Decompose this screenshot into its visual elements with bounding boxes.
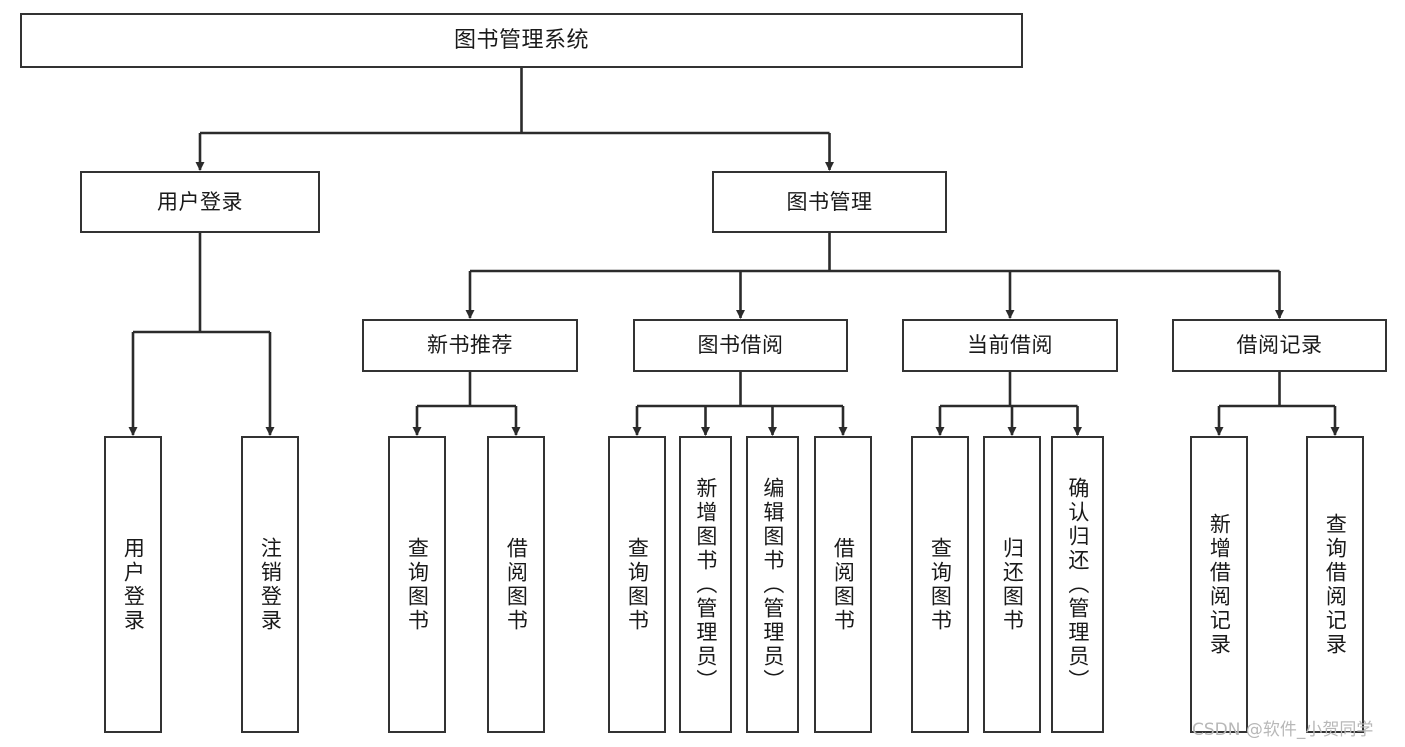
node-leaf-borrow-book-2[interactable]: 借阅图书 (814, 436, 872, 733)
node-current-borrow[interactable]: 当前借阅 (902, 319, 1118, 372)
node-book-borrow[interactable]: 图书借阅 (633, 319, 848, 372)
node-leaf-return-book[interactable]: 归还图书 (983, 436, 1041, 733)
node-label-leaf-add-book: 新增图书（管理员） (693, 476, 718, 693)
node-borrow-record[interactable]: 借阅记录 (1172, 319, 1387, 372)
node-leaf-query-book-1[interactable]: 查询图书 (388, 436, 446, 733)
node-leaf-borrow-book-1[interactable]: 借阅图书 (487, 436, 545, 733)
node-label-leaf-return-book: 归还图书 (1000, 536, 1025, 633)
connector-group (128, 68, 1340, 436)
node-label-new-book-rec: 新书推荐 (427, 333, 513, 358)
node-label-leaf-edit-book: 编辑图书（管理员） (760, 476, 785, 693)
node-root[interactable]: 图书管理系统 (20, 13, 1023, 68)
node-new-book-rec[interactable]: 新书推荐 (362, 319, 578, 372)
node-label-book-borrow: 图书借阅 (697, 333, 784, 358)
node-label-leaf-confirm-ret: 确认归还（管理员） (1065, 476, 1090, 693)
node-label-borrow-record: 借阅记录 (1236, 333, 1323, 358)
node-label-current-borrow: 当前借阅 (967, 333, 1053, 358)
node-leaf-logout[interactable]: 注销登录 (241, 436, 299, 733)
node-label-book-manage: 图书管理 (786, 189, 873, 214)
node-leaf-add-book[interactable]: 新增图书（管理员） (679, 436, 732, 733)
node-label-leaf-logout: 注销登录 (258, 536, 283, 633)
node-label-leaf-borrow-book-1: 借阅图书 (504, 536, 529, 633)
node-leaf-confirm-ret[interactable]: 确认归还（管理员） (1051, 436, 1104, 733)
node-leaf-query-record[interactable]: 查询借阅记录 (1306, 436, 1364, 733)
node-label-user-login: 用户登录 (157, 189, 243, 214)
node-leaf-query-book-2[interactable]: 查询图书 (608, 436, 666, 733)
node-label-leaf-query-book-2: 查询图书 (625, 536, 650, 633)
node-user-login[interactable]: 用户登录 (80, 171, 320, 233)
watermark-label: CSDN @软件_小贺同学 (1192, 720, 1374, 740)
node-label-leaf-query-book-3: 查询图书 (928, 536, 953, 633)
node-book-manage[interactable]: 图书管理 (712, 171, 947, 233)
node-leaf-edit-book[interactable]: 编辑图书（管理员） (746, 436, 799, 733)
node-label-leaf-borrow-book-2: 借阅图书 (831, 536, 856, 633)
node-label-leaf-user-login: 用户登录 (121, 536, 146, 633)
node-label-leaf-query-record: 查询借阅记录 (1323, 512, 1348, 657)
node-label-leaf-query-book-1: 查询图书 (405, 536, 430, 633)
node-label-root: 图书管理系统 (453, 27, 589, 53)
node-leaf-query-book-3[interactable]: 查询图书 (911, 436, 969, 733)
node-label-leaf-add-record: 新增借阅记录 (1207, 512, 1232, 657)
node-leaf-add-record[interactable]: 新增借阅记录 (1190, 436, 1248, 733)
node-leaf-user-login[interactable]: 用户登录 (104, 436, 162, 733)
